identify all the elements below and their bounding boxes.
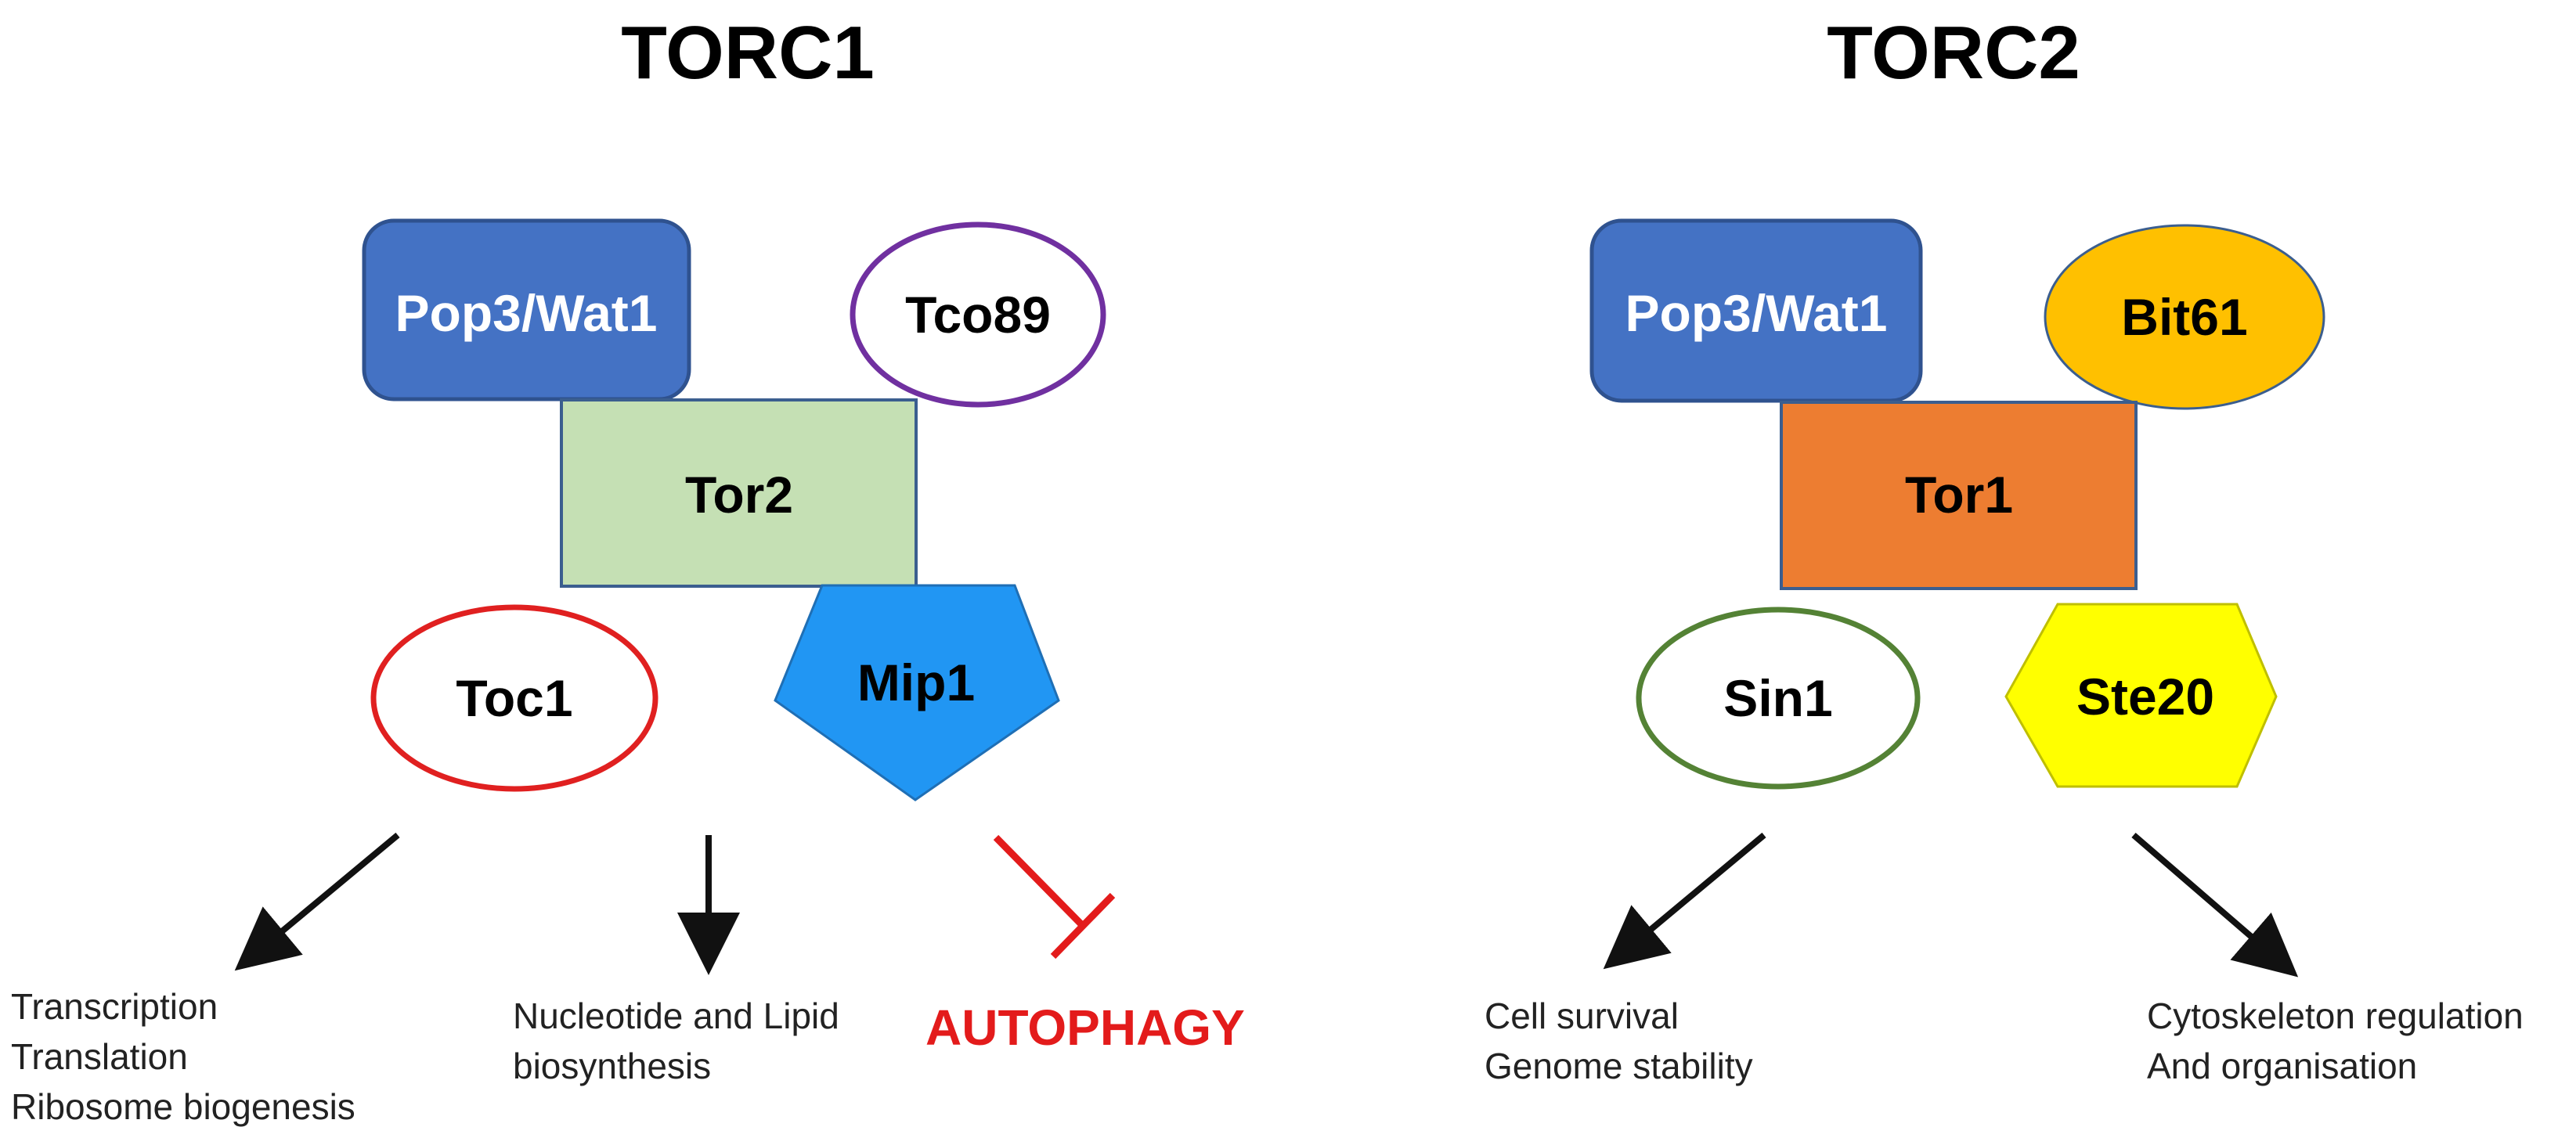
torc1-toc1-label: Toc1: [456, 669, 572, 727]
torc2-ste20-label: Ste20: [2076, 668, 2214, 726]
torc2-output-left: Cell survival Genome stability: [1485, 996, 1753, 1086]
torc2-sin1-label: Sin1: [1723, 669, 1832, 727]
torc1-inhibit-bar: [1050, 892, 1116, 960]
output-line: Cytoskeleton regulation: [2147, 996, 2524, 1036]
output-line: Genome stability: [1485, 1046, 1753, 1086]
torc1-tco89-ellipse: [850, 221, 1106, 408]
torc2-sin1-ellipse: [1636, 607, 1921, 790]
torc1-pop3-box: [362, 218, 691, 401]
torc1-arrow-left: [234, 832, 400, 971]
output-line: biosynthesis: [513, 1046, 711, 1086]
output-line: And organisation: [2147, 1046, 2417, 1086]
torc1-output-left: Transcription Translation Ribosome bioge…: [11, 986, 355, 1127]
torc1-tor2-box: [560, 398, 918, 588]
output-line: Cell survival: [1485, 996, 1679, 1036]
torc2-ste20-hexagon: [2004, 603, 2278, 788]
torc2-tor1-label: Tor1: [1905, 466, 2013, 524]
torc2-arrow-left: [1603, 832, 1766, 970]
torc2-bit61-ellipse: [2044, 224, 2325, 410]
torc2-bit61-label: Bit61: [2121, 288, 2247, 346]
torc1-output-middle: Nucleotide and Lipid biosynthesis: [513, 996, 850, 1086]
output-line: Nucleotide and Lipid: [513, 996, 839, 1036]
output-line: Translation: [11, 1036, 188, 1077]
torc1-toc1-ellipse: [370, 604, 658, 792]
torc2-pop3-box: [1589, 218, 1923, 403]
torc1-title: TORC1: [621, 11, 875, 95]
torc1-pop3-label: Pop3/Wat1: [395, 284, 658, 342]
torc2-pop3-label: Pop3/Wat1: [1625, 284, 1888, 342]
torc1-mip1-label: Mip1: [857, 654, 975, 711]
torc2-arrow-right: [2131, 832, 2299, 978]
output-line: Transcription: [11, 986, 218, 1027]
torc1-output-autophagy: AUTOPHAGY: [925, 999, 1245, 1056]
torc1-inhibit-line: [993, 834, 1086, 929]
torc1-mip1-pentagon: [774, 584, 1060, 801]
torc2-title: TORC2: [1827, 11, 2080, 95]
torc1-tco89-label: Tco89: [905, 286, 1051, 344]
output-line: Ribosome biogenesis: [11, 1086, 355, 1127]
torc2-output-right: Cytoskeleton regulation And organisation: [2147, 996, 2534, 1086]
torc2-tor1-box: [1780, 401, 2138, 590]
torc1-tor2-label: Tor2: [685, 466, 793, 524]
